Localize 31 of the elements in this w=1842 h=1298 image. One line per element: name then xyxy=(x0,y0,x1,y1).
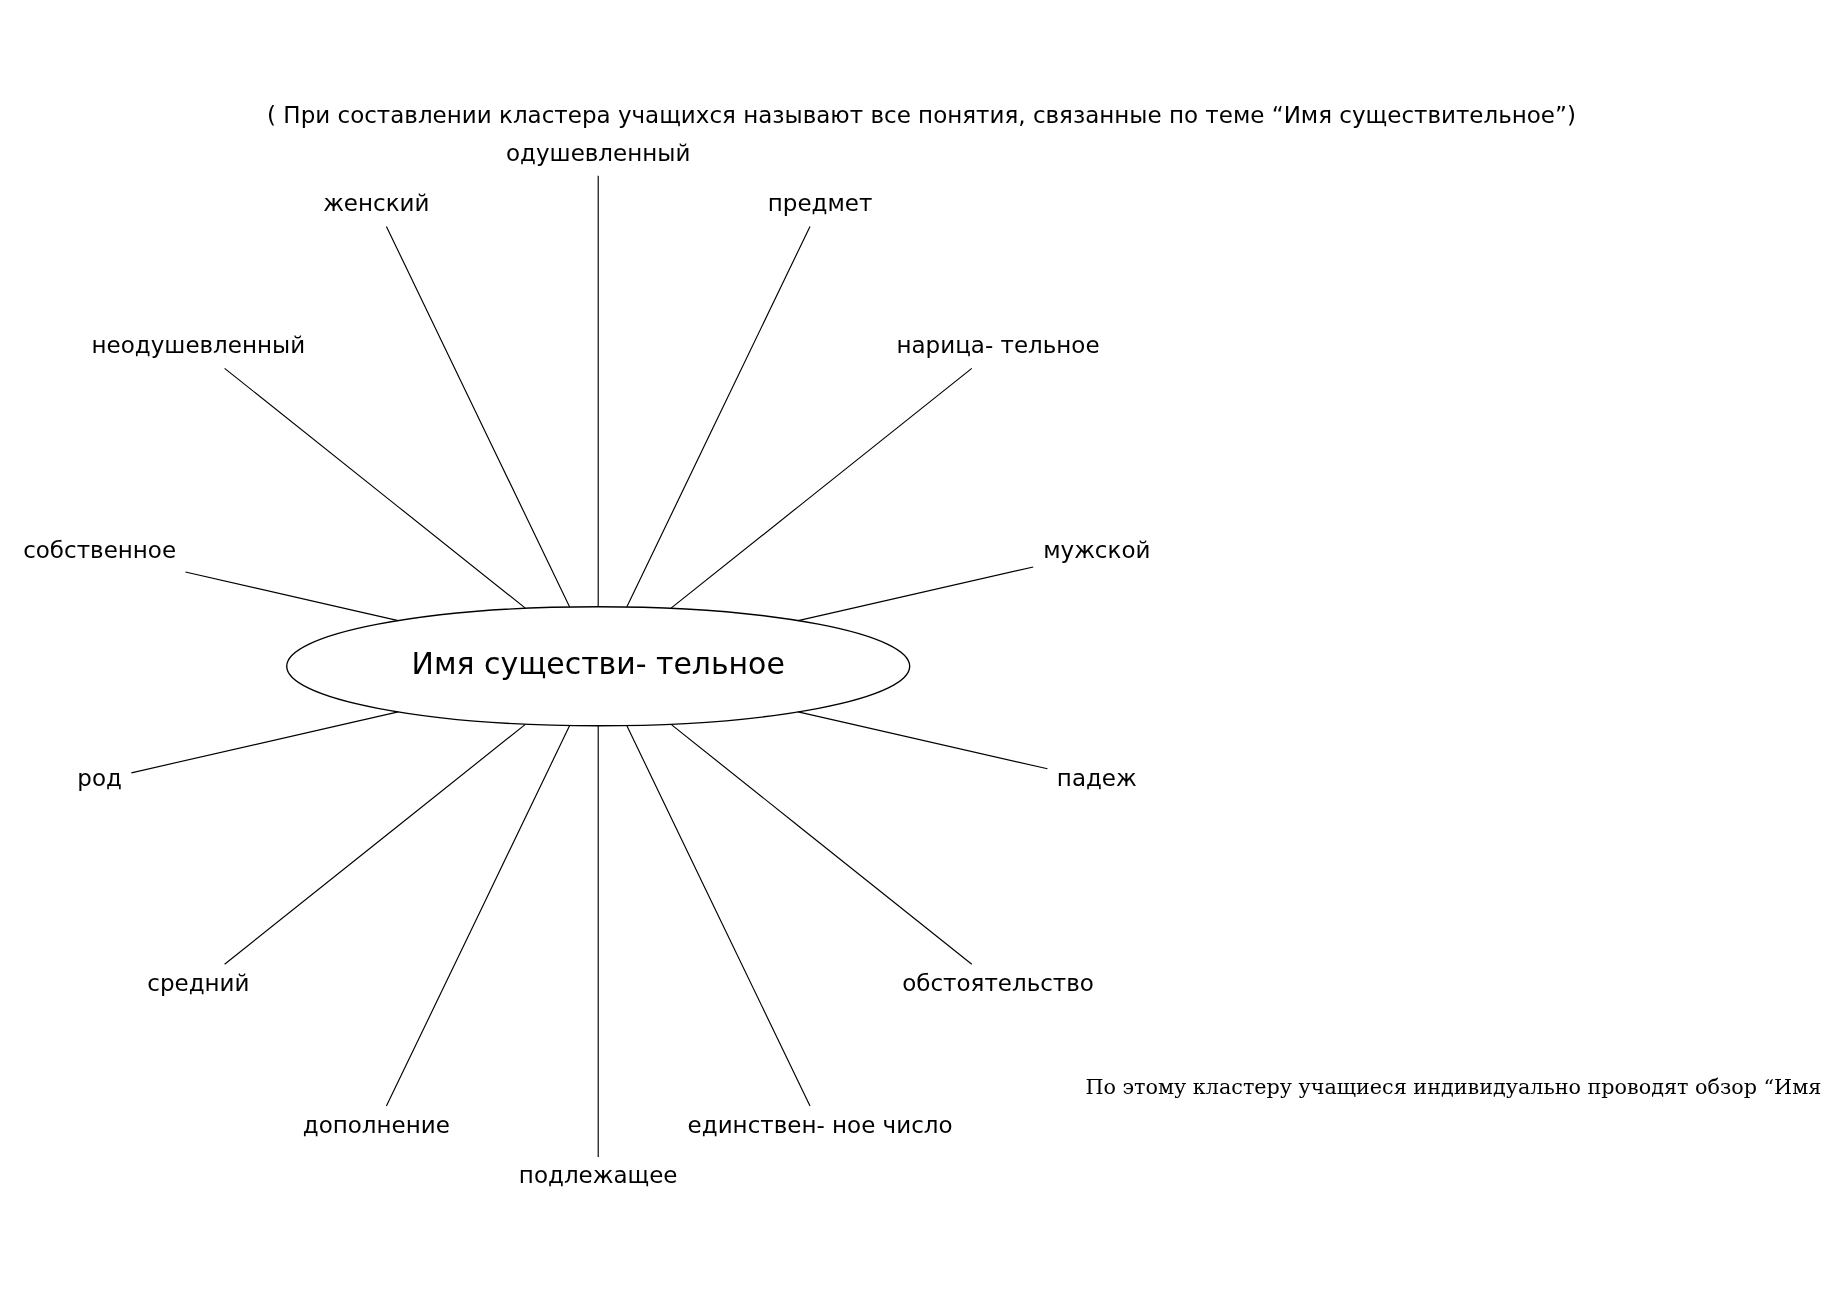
connector xyxy=(797,711,1048,770)
node-ellipse: Имя существи- тельное xyxy=(285,606,910,727)
node-text: неодушевленный xyxy=(91,332,305,359)
label: По этому кластеру учащиеся индивидуально проводят обзор “Имя xyxy=(1084,1074,1821,1099)
connector xyxy=(223,367,526,609)
connector xyxy=(130,711,399,774)
node-text: род xyxy=(76,764,122,791)
node-text: падеж xyxy=(1056,764,1137,791)
node-text: женский xyxy=(322,190,429,217)
node-text: средний xyxy=(146,969,249,996)
connector xyxy=(670,723,972,965)
diagram-title: ( При составлении кластера учащихся называют все понятия, связанные по теме “Имя существительное”) xyxy=(266,101,1576,128)
connector xyxy=(625,225,811,608)
connector xyxy=(184,571,399,622)
connector xyxy=(385,725,570,1107)
node-text: обстоятельство xyxy=(901,969,1094,996)
connector xyxy=(597,725,599,1158)
connector xyxy=(670,367,972,609)
node-text: подлежащее xyxy=(518,1162,678,1189)
connector xyxy=(223,723,526,965)
node-text: одушевленный xyxy=(505,139,690,166)
node-text: нарица- тельное xyxy=(895,332,1100,359)
node-text: собственное xyxy=(22,537,176,564)
node-text: единствен- ное число xyxy=(687,1111,953,1138)
connector xyxy=(385,225,570,608)
connector xyxy=(597,175,599,608)
node-text: дополнение xyxy=(302,1111,450,1138)
node-text: предмет xyxy=(767,190,872,217)
node-text: мужской xyxy=(1042,537,1150,564)
connector xyxy=(797,566,1034,622)
connector xyxy=(625,725,811,1107)
